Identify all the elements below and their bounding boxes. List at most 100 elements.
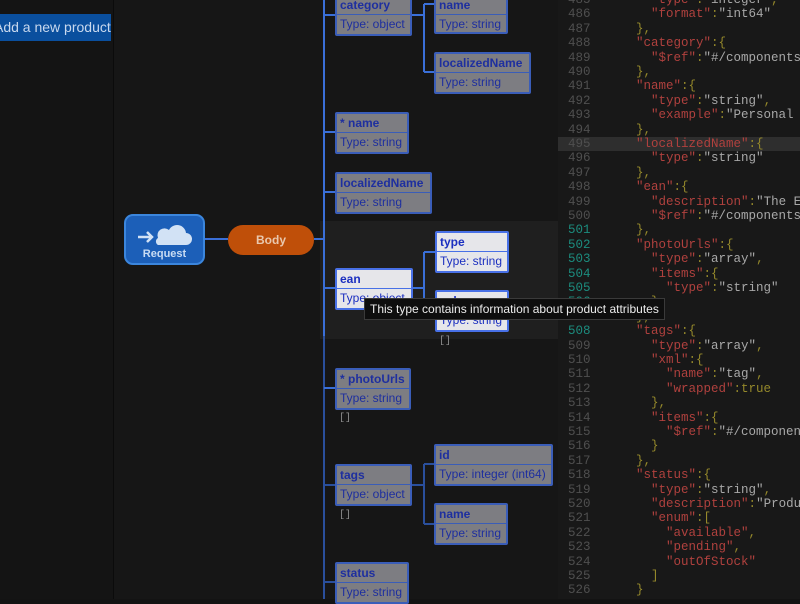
code-line[interactable]: 514 "items":{: [558, 411, 800, 425]
line-text: "category":{: [636, 36, 727, 51]
node-name: * photoUrls: [340, 372, 405, 386]
line-text: },: [606, 396, 667, 411]
line-number: 523: [568, 540, 591, 555]
code-line[interactable]: 493 "example":"Personal computer": [558, 108, 800, 122]
node-name: type: [440, 235, 465, 249]
code-line[interactable]: 523 "pending",: [558, 540, 800, 554]
array-marker: []: [339, 413, 352, 424]
add-product-operation-button[interactable]: Add a new product to the store: [0, 14, 111, 41]
line-text: "enum":[: [651, 511, 712, 526]
node-type: Type: object: [340, 17, 405, 31]
node-name: tags: [340, 468, 365, 482]
node-name: localizedName: [340, 176, 424, 190]
line-number: 487: [568, 21, 591, 36]
line-text: "ean":{: [636, 180, 689, 195]
node-name: localizedName: [439, 56, 523, 70]
line-number: 522: [568, 525, 591, 540]
line-text: },: [606, 223, 652, 238]
code-line[interactable]: 503 "type":"array",: [558, 252, 800, 266]
line-number: 520: [568, 497, 591, 511]
node-type: Type: string: [439, 75, 502, 89]
code-line[interactable]: 495 "localizedName":{: [558, 137, 800, 152]
line-number: 489: [568, 50, 591, 65]
line-text: "type":"integer",: [651, 0, 779, 7]
property-node-ean-type[interactable]: type Type: string: [435, 231, 509, 273]
node-name: ean: [340, 272, 361, 286]
body-node[interactable]: Body: [228, 225, 314, 255]
line-text: "type":"array",: [651, 252, 764, 267]
line-text: "type":"array",: [651, 338, 764, 353]
code-line[interactable]: 502 "photoUrls":{: [558, 238, 800, 252]
code-line[interactable]: 491 "name":{: [558, 79, 800, 93]
code-line[interactable]: 494 },: [558, 123, 800, 137]
node-name: * name: [340, 116, 380, 130]
code-line[interactable]: 518 "status":{: [558, 468, 800, 482]
code-line[interactable]: 501 },: [558, 223, 800, 237]
code-line[interactable]: 487 },: [558, 22, 800, 36]
code-line[interactable]: 526 }: [558, 583, 800, 597]
node-name: id: [439, 448, 450, 462]
code-line[interactable]: 496 "type":"string": [558, 151, 800, 165]
line-number: 495: [568, 137, 591, 151]
code-line[interactable]: 525 ]: [558, 569, 800, 583]
code-line[interactable]: 512 "wrapped":true: [558, 382, 800, 396]
line-text: "status":{: [636, 468, 712, 483]
line-text: "description":"The EAN",: [651, 194, 800, 209]
code-line[interactable]: 521 "enum":[: [558, 511, 800, 525]
line-number: 508: [568, 324, 591, 339]
line-number: 494: [568, 122, 591, 137]
property-node-localizedname[interactable]: localizedName Type: string: [335, 172, 432, 214]
property-node-status[interactable]: status Type: string: [335, 562, 409, 604]
code-line[interactable]: 522 "available",: [558, 526, 800, 540]
code-line[interactable]: 504 "items":{: [558, 267, 800, 281]
array-marker: []: [439, 336, 452, 347]
node-type: Type: string: [440, 254, 503, 268]
code-line[interactable]: 517 },: [558, 454, 800, 468]
node-type: Type: string: [340, 391, 403, 405]
code-line[interactable]: 497 },: [558, 166, 800, 180]
code-line[interactable]: 490 },: [558, 65, 800, 79]
code-line[interactable]: 508 "tags":{: [558, 324, 800, 338]
property-node-photourls[interactable]: * photoUrls Type: string: [335, 368, 411, 410]
line-number: 485: [568, 0, 591, 7]
code-line[interactable]: 509 "type":"array",: [558, 339, 800, 353]
property-node-category-localizedname[interactable]: localizedName Type: string: [434, 52, 531, 94]
line-text: "items":{: [651, 410, 719, 425]
code-line[interactable]: 511 "name":"tag",: [558, 367, 800, 381]
code-line[interactable]: 498 "ean":{: [558, 180, 800, 194]
line-text: "items":{: [651, 266, 719, 281]
line-text: "example":"Personal computer": [651, 108, 794, 123]
property-node-category-name[interactable]: name Type: string: [434, 0, 508, 34]
line-number: 502: [568, 237, 591, 252]
diagram-connectors: [205, 0, 435, 599]
code-line[interactable]: 510 "xml":{: [558, 353, 800, 367]
code-line[interactable]: 499 "description":"The EAN",: [558, 195, 800, 209]
code-line[interactable]: 492 "type":"string",: [558, 94, 800, 108]
line-number: 486: [568, 7, 591, 22]
code-line[interactable]: 515 "$ref":"#/components/schemas/Tag": [558, 425, 800, 439]
code-line[interactable]: 488 "category":{: [558, 36, 800, 50]
request-label: Request: [142, 248, 187, 260]
line-number: 521: [568, 511, 591, 526]
line-text: "type":"string": [651, 151, 764, 166]
code-line[interactable]: 520 "description":"Product status",: [558, 497, 800, 511]
line-text: "description":"Product status",: [651, 497, 800, 511]
node-type: Type: string: [340, 135, 403, 149]
property-node-name[interactable]: * name Type: string: [335, 112, 409, 154]
code-line[interactable]: 516 }: [558, 439, 800, 453]
property-node-tags-name[interactable]: name Type: string: [434, 503, 508, 545]
request-node[interactable]: Request: [124, 214, 205, 265]
code-line[interactable]: 500 "$ref":"#/components/schemas/Ean": [558, 209, 800, 223]
node-name: name: [439, 0, 471, 12]
property-node-tags-id[interactable]: id Type: integer (int64): [434, 444, 553, 486]
code-line[interactable]: 489 "$ref":"#/components/schemas/Categor…: [558, 51, 800, 65]
property-node-category[interactable]: category Type: object: [335, 0, 412, 36]
code-line[interactable]: 524 "outOfStock": [558, 555, 800, 569]
line-text: },: [606, 165, 652, 180]
code-line[interactable]: 486 "format":"int64": [558, 7, 800, 21]
code-line[interactable]: 505 "type":"string": [558, 281, 800, 295]
code-line[interactable]: 513 },: [558, 396, 800, 410]
code-line[interactable]: 519 "type":"string",: [558, 483, 800, 497]
property-node-tags[interactable]: tags Type: object: [335, 464, 412, 506]
code-line[interactable]: 485 "type":"integer",: [558, 0, 800, 7]
